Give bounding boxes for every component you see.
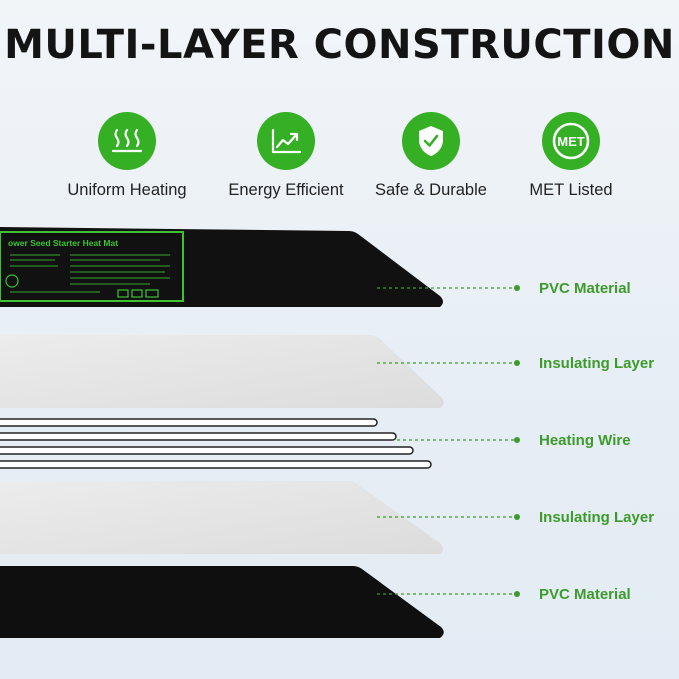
feature-label: MET Listed: [529, 181, 613, 199]
heating-wires: [0, 418, 432, 469]
feature-uniform-heating: Uniform Heating: [52, 112, 202, 200]
heating-wire: [0, 432, 397, 441]
rising-chart-icon: [257, 112, 315, 170]
heating-wire: [0, 460, 432, 469]
leader-dot: [514, 514, 520, 520]
leader-dots: [514, 285, 520, 597]
met-badge-text: MET: [557, 134, 585, 149]
feature-safe-durable: Safe & Durable: [356, 112, 506, 200]
feature-label: Uniform Heating: [67, 181, 187, 199]
met-badge-icon: MET: [542, 112, 600, 170]
leader-dot: [514, 591, 520, 597]
heating-wire: [0, 446, 414, 455]
mat-cert-marks: [117, 289, 159, 298]
shield-check-icon: [402, 112, 460, 170]
layer-label-heating-wire: Heating Wire: [539, 432, 631, 449]
feature-energy-efficient: Energy Efficient: [211, 112, 361, 200]
layer-label-insulating-top: Insulating Layer: [539, 355, 655, 372]
leader-dot: [514, 360, 520, 366]
insulating-layer-top: [0, 335, 444, 408]
mat-logo-mark: [5, 274, 19, 288]
layer-label-pvc-top: PVC Material: [539, 280, 631, 297]
pvc-top-layer: ower Seed Starter Heat Mat: [0, 227, 443, 307]
mat-print-border: [0, 231, 184, 302]
mat-print-header: ower Seed Starter Heat Mat: [8, 238, 118, 248]
leader-dot: [514, 437, 520, 443]
mat-print-fine-text: [10, 254, 170, 293]
pvc-bottom-layer: [0, 566, 444, 638]
feature-label: Energy Efficient: [228, 181, 344, 199]
page-title: MULTI-LAYER CONSTRUCTION: [4, 22, 675, 68]
heat-waves-icon: [98, 112, 156, 170]
feature-met-listed: MET MET Listed: [496, 112, 646, 200]
feature-label: Safe & Durable: [375, 181, 487, 199]
layer-label-pvc-bottom: PVC Material: [539, 586, 631, 603]
heating-wire: [0, 418, 378, 427]
insulating-layer-bottom: [0, 481, 443, 554]
layer-label-insulating-bottom: Insulating Layer: [539, 509, 655, 526]
leader-lines: [377, 287, 516, 595]
leader-dot: [514, 285, 520, 291]
